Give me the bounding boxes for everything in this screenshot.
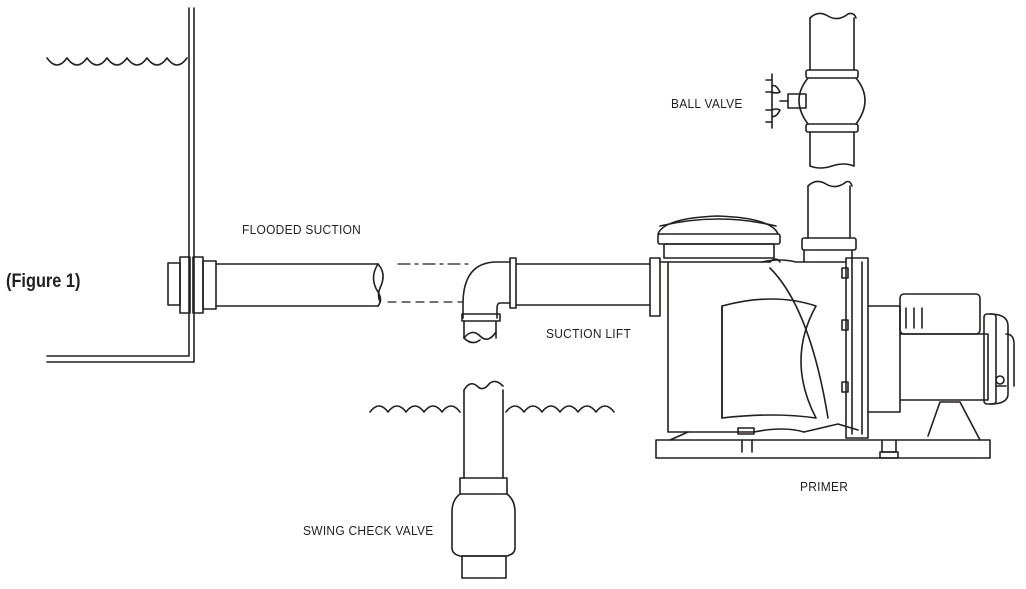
ball-valve-drawing	[765, 12, 866, 169]
flooded-suction-label: FLOODED SUCTION	[242, 222, 362, 237]
figure-label: (Figure 1)	[6, 271, 81, 292]
pump-body	[649, 257, 869, 439]
pool-wall	[46, 7, 195, 363]
suction-lift-label: SUCTION LIFT	[546, 326, 632, 341]
pump-motor	[867, 293, 1015, 413]
swing-check-valve-label: SWING CHECK VALVE	[303, 523, 434, 538]
suction-lift-pipe	[515, 263, 651, 306]
ball-valve-label: BALL VALVE	[671, 96, 743, 111]
pump-base	[655, 401, 991, 459]
suction-elbow	[461, 257, 517, 344]
pump-strainer-lid	[657, 215, 781, 259]
primer-label: PRIMER	[800, 479, 849, 494]
swing-check-valve-drawing	[451, 380, 516, 579]
flooded-suction-pipe	[215, 263, 384, 307]
pump-discharge	[801, 180, 857, 263]
wall-fitting	[167, 256, 217, 314]
pool-water-surface	[46, 57, 188, 66]
connection-dashes	[387, 263, 473, 303]
suction-water-surface	[369, 405, 615, 413]
